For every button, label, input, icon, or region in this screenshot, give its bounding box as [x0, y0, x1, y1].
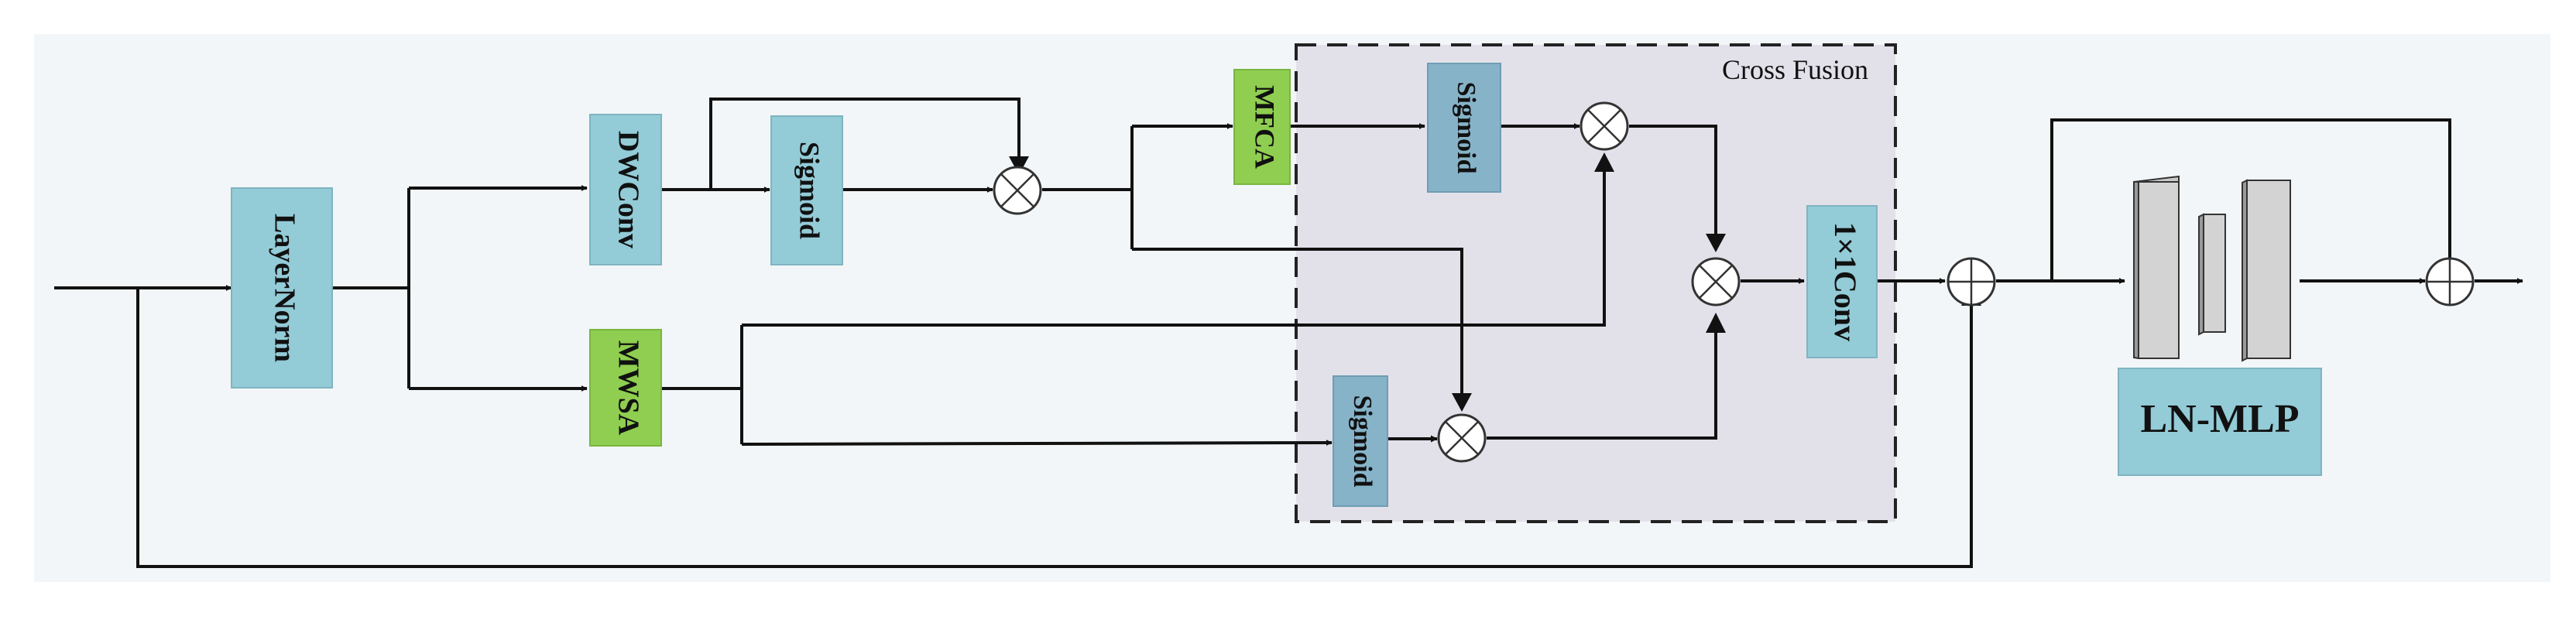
sigmoid-fusion-top-block: Sigmoid [1427, 63, 1501, 193]
mfca-block: MFCA [1233, 69, 1291, 185]
sigmoid-fusion-bottom-label: Sigmoid [1348, 395, 1377, 487]
mwsa-block: MWSA [589, 329, 662, 447]
add-operator-residual [1947, 257, 1996, 306]
cross-fusion-label: Cross Fusion [1722, 54, 1868, 85]
mlp-bar-middle [2198, 213, 2226, 336]
mwsa-label: MWSA [612, 341, 644, 436]
conv1x1-label: 1×1Conv [1828, 222, 1863, 341]
layernorm-label: LayerNorm [268, 214, 300, 362]
multiply-operator-1 [993, 166, 1042, 215]
sigmoid-top-block: Sigmoid [770, 115, 843, 265]
mlp-bar-left [2133, 175, 2180, 360]
sigmoid-fusion-top-label: Sigmoid [1452, 81, 1480, 173]
sigmoid-fusion-bottom-block: Sigmoid [1333, 375, 1388, 507]
ln-mlp-graphic [2133, 175, 2291, 362]
mlp-bar-right [2242, 179, 2291, 362]
multiply-operator-fusion-top [1580, 101, 1629, 151]
conv1x1-block: 1×1Conv [1806, 205, 1878, 358]
mfca-label: MFCA [1250, 85, 1281, 169]
layernorm-block: LayerNorm [231, 187, 333, 389]
multiply-operator-fusion-bottom [1437, 413, 1487, 463]
ln-mlp-label: LN-MLP [2140, 397, 2299, 441]
dwconv-block: DWConv [589, 114, 662, 265]
multiply-operator-merge [1691, 257, 1741, 306]
sigmoid-top-label: Sigmoid [794, 142, 825, 239]
dwconv-label: DWConv [612, 131, 644, 248]
add-operator-final [2425, 257, 2475, 306]
ln-mlp-block: LN-MLP [2118, 368, 2322, 476]
